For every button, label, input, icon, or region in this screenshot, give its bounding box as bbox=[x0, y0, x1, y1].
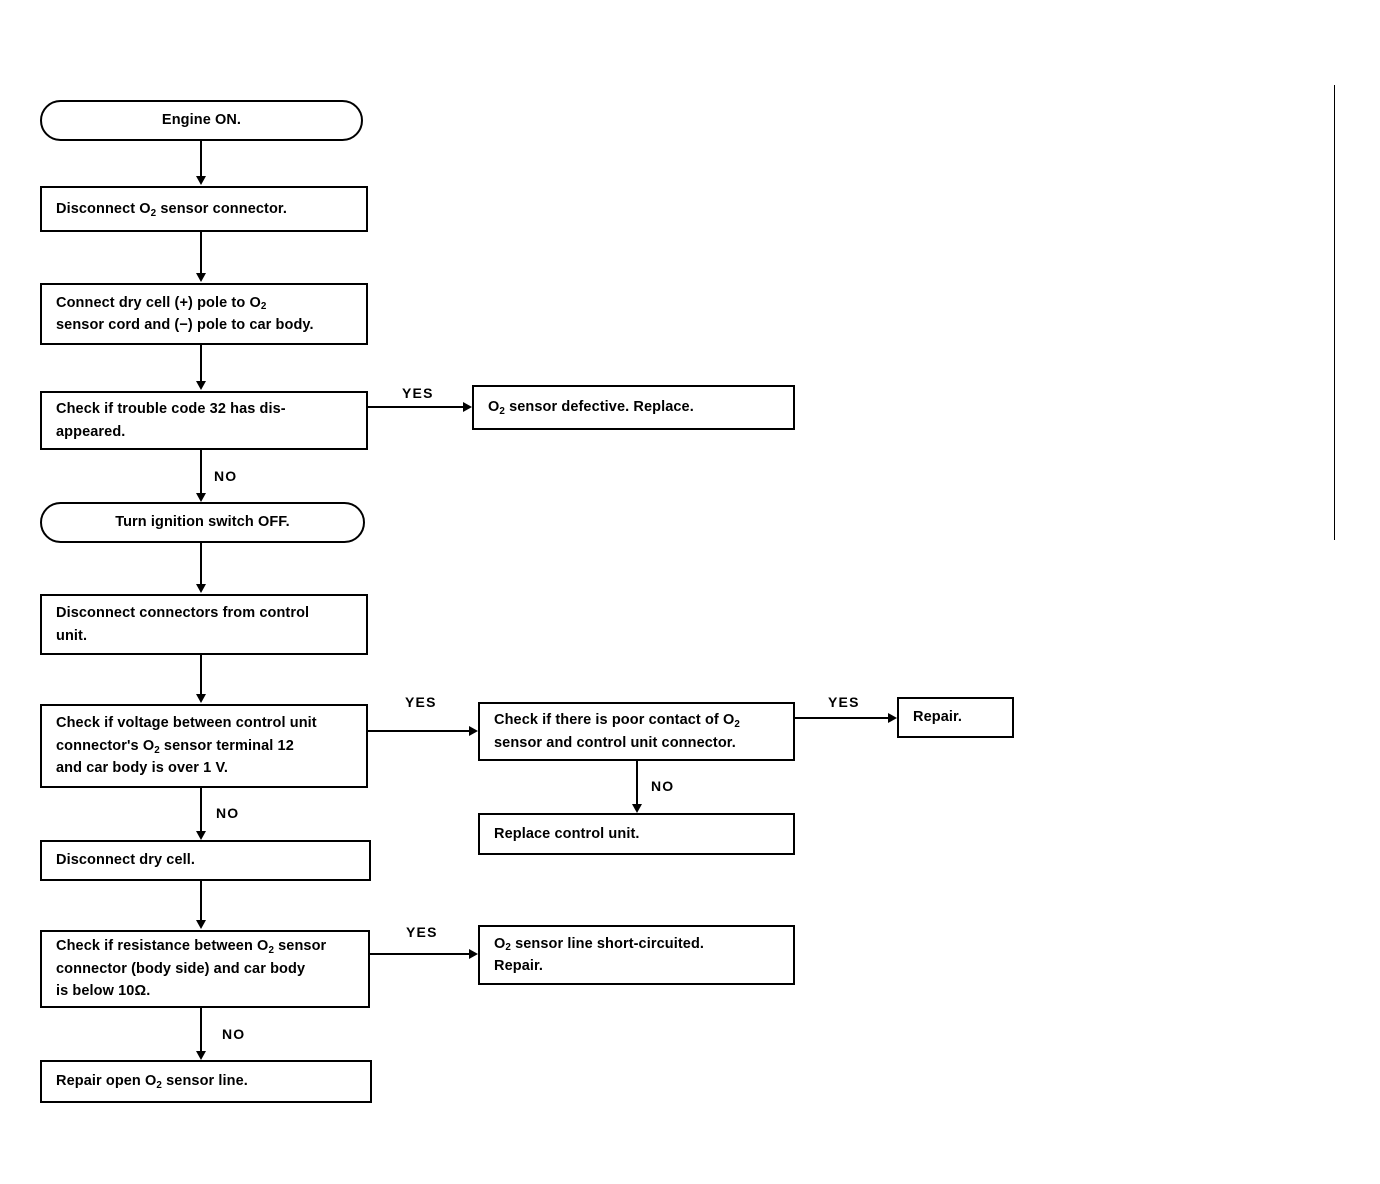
connector-resistance-no bbox=[200, 1008, 202, 1052]
branch-label-poor-contact-yes: YES bbox=[828, 694, 860, 710]
node-engine-on[interactable]: Engine ON. bbox=[40, 100, 363, 141]
arrowhead-poor-contact-yes bbox=[888, 713, 897, 723]
arrowhead-code32-no bbox=[196, 493, 206, 502]
connector-code32-no bbox=[200, 450, 202, 494]
node-sensor-line-short-circuited-line1: O2 sensor line short-circuited. bbox=[494, 935, 705, 954]
node-turn-ignition-off[interactable]: Turn ignition switch OFF. bbox=[40, 502, 365, 543]
node-check-voltage-over-1v-line2: connector's O2 sensor terminal 12 bbox=[56, 737, 294, 756]
arrowhead-voltage-yes bbox=[469, 726, 478, 736]
node-replace-control-unit-label: Replace control unit. bbox=[494, 825, 640, 842]
node-repair-open-sensor-line[interactable]: Repair open O2 sensor line. bbox=[40, 1060, 372, 1103]
node-repair[interactable]: Repair. bbox=[897, 697, 1014, 738]
node-check-poor-contact-line1: Check if there is poor contact of O2 bbox=[494, 712, 740, 730]
node-check-resistance-below-10ohm[interactable]: Check if resistance between O2 sensor co… bbox=[40, 930, 370, 1008]
node-check-voltage-over-1v[interactable]: Check if voltage between control unit co… bbox=[40, 704, 368, 788]
node-disconnect-dry-cell[interactable]: Disconnect dry cell. bbox=[40, 840, 371, 881]
connector-resistance-yes bbox=[370, 953, 469, 955]
connector-voltage-no bbox=[200, 788, 202, 832]
node-check-resistance-below-10ohm-line2: connector (body side) and car body bbox=[56, 960, 306, 977]
node-check-trouble-code-32-line2: appeared. bbox=[56, 423, 126, 440]
connector-voltage-yes bbox=[368, 730, 469, 732]
node-connect-dry-cell[interactable]: Connect dry cell (+) pole to O2 sensor c… bbox=[40, 283, 368, 345]
node-disconnect-sensor-connector-label: Disconnect O2 sensor connector. bbox=[56, 200, 287, 219]
node-sensor-line-short-circuited[interactable]: O2 sensor line short-circuited. Repair. bbox=[478, 925, 795, 985]
node-repair-open-sensor-line-label: Repair open O2 sensor line. bbox=[56, 1073, 248, 1092]
arrowhead-to-check-resistance bbox=[196, 920, 206, 929]
arrowhead-to-check-code bbox=[196, 381, 206, 390]
arrowhead-to-disconnect-control-unit bbox=[196, 584, 206, 593]
node-replace-control-unit[interactable]: Replace control unit. bbox=[478, 813, 795, 855]
arrowhead-to-disconnect-sensor bbox=[196, 176, 206, 185]
node-disconnect-control-unit-connectors[interactable]: Disconnect connectors from control unit. bbox=[40, 594, 368, 655]
node-check-voltage-over-1v-line3: and car body is over 1 V. bbox=[56, 760, 229, 777]
arrowhead-to-connect-dry-cell bbox=[196, 273, 206, 282]
node-disconnect-control-unit-connectors-line2: unit. bbox=[56, 627, 88, 644]
connector-poor-contact-no bbox=[636, 761, 638, 805]
node-check-voltage-over-1v-line1: Check if voltage between control unit bbox=[56, 715, 317, 732]
connector-disconnect-sensor-to-connect-dry-cell bbox=[200, 232, 202, 274]
arrowhead-code32-yes bbox=[463, 402, 472, 412]
node-check-trouble-code-32-line1: Check if trouble code 32 has dis- bbox=[56, 401, 286, 418]
connector-ignition-off-to-disconnect-control-unit bbox=[200, 543, 202, 585]
node-disconnect-control-unit-connectors-line1: Disconnect connectors from control bbox=[56, 605, 310, 622]
node-check-poor-contact[interactable]: Check if there is poor contact of O2 sen… bbox=[478, 702, 795, 761]
arrowhead-resistance-no bbox=[196, 1051, 206, 1060]
node-connect-dry-cell-line2: sensor cord and (−) pole to car body. bbox=[56, 317, 314, 333]
arrowhead-voltage-no bbox=[196, 831, 206, 840]
node-repair-label: Repair. bbox=[913, 709, 963, 726]
connector-disconnect-dry-cell-to-check-resistance bbox=[200, 881, 202, 921]
node-engine-on-label: Engine ON. bbox=[161, 112, 242, 129]
branch-label-code32-no: NO bbox=[214, 468, 238, 484]
connector-code32-yes bbox=[368, 406, 463, 408]
connector-engine-on-to-disconnect-sensor bbox=[200, 141, 202, 177]
connector-connect-dry-cell-to-check-code bbox=[200, 345, 202, 382]
arrowhead-poor-contact-no bbox=[632, 804, 642, 813]
node-disconnect-dry-cell-label: Disconnect dry cell. bbox=[56, 852, 195, 869]
node-connect-dry-cell-line1: Connect dry cell (+) pole to O2 bbox=[56, 294, 267, 313]
page-edge-rule bbox=[1334, 85, 1335, 540]
node-check-resistance-below-10ohm-line3: is below 10Ω. bbox=[56, 983, 151, 1000]
arrowhead-resistance-yes bbox=[469, 949, 478, 959]
branch-label-voltage-yes: YES bbox=[405, 694, 437, 710]
node-check-resistance-below-10ohm-line1: Check if resistance between O2 sensor bbox=[56, 938, 327, 957]
branch-label-resistance-yes: YES bbox=[406, 924, 438, 940]
node-turn-ignition-off-label: Turn ignition switch OFF. bbox=[115, 514, 290, 531]
node-sensor-defective-replace-label: O2 sensor defective. Replace. bbox=[488, 399, 694, 418]
connector-poor-contact-yes bbox=[795, 717, 888, 719]
connector-disconnect-control-unit-to-check-voltage bbox=[200, 655, 202, 695]
branch-label-code32-yes: YES bbox=[402, 385, 434, 401]
branch-label-poor-contact-no: NO bbox=[651, 778, 675, 794]
node-check-poor-contact-line2: sensor and control unit connector. bbox=[494, 734, 736, 751]
branch-label-resistance-no: NO bbox=[222, 1026, 246, 1042]
node-sensor-defective-replace[interactable]: O2 sensor defective. Replace. bbox=[472, 385, 795, 430]
node-check-trouble-code-32[interactable]: Check if trouble code 32 has dis- appear… bbox=[40, 391, 368, 450]
branch-label-voltage-no: NO bbox=[216, 805, 240, 821]
node-sensor-line-short-circuited-line2: Repair. bbox=[494, 958, 544, 974]
arrowhead-to-check-voltage bbox=[196, 694, 206, 703]
node-disconnect-sensor-connector[interactable]: Disconnect O2 sensor connector. bbox=[40, 186, 368, 232]
